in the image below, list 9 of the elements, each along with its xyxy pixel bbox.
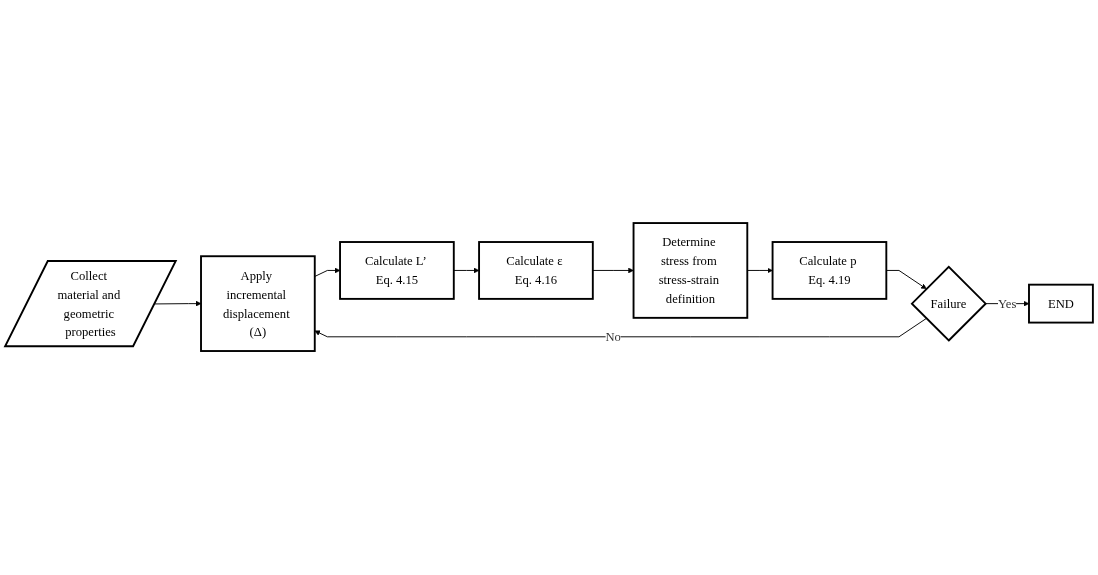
node-box: Calculate p Eq. 4.19	[771, 241, 888, 301]
node-box: Determine stress from stress-strain definition	[632, 222, 749, 320]
node-box: Calculate L’ Eq. 4.15	[339, 241, 455, 301]
node-box: Calculate ε Eq. 4.16	[478, 241, 594, 301]
edge-label: Yes	[997, 297, 1017, 312]
node-diamond: Failure	[910, 265, 987, 343]
edge-label: No	[605, 330, 621, 345]
node-box: END	[1028, 284, 1094, 324]
node-box: Apply incremental displacement (Δ)	[200, 255, 316, 353]
